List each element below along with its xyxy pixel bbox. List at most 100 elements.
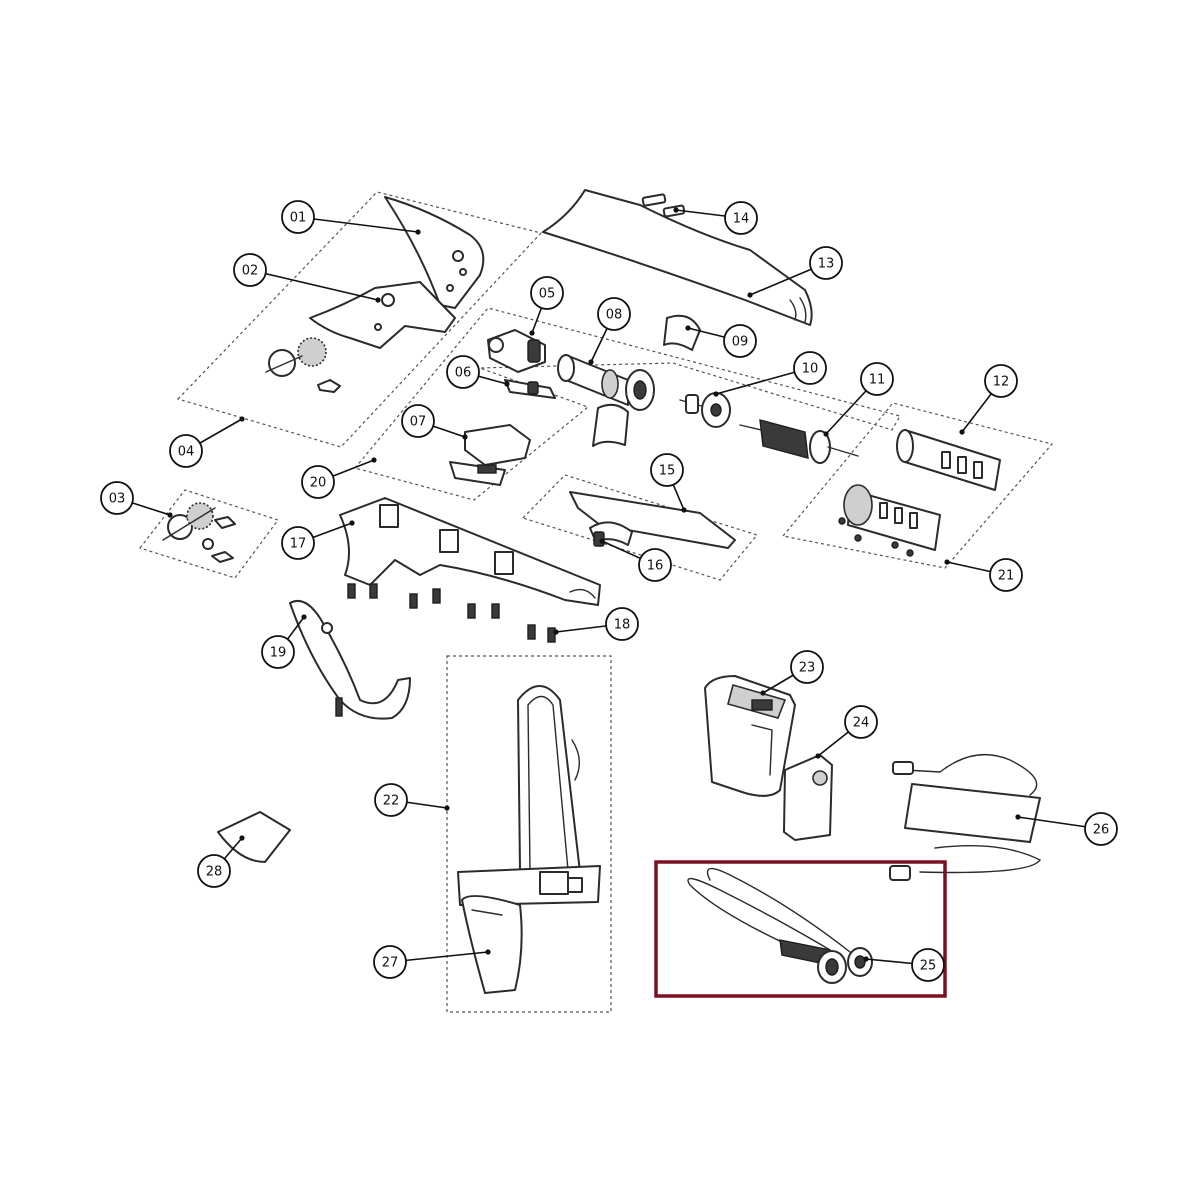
callout-number-01: 01 <box>290 211 307 226</box>
small-gear-kit-part <box>162 502 236 563</box>
callout-circle-18 <box>605 607 639 641</box>
leader-dot-10 <box>713 391 719 397</box>
callout-circle-16 <box>638 548 672 582</box>
leader-dot-05 <box>529 330 535 336</box>
callout-number-21: 21 <box>998 569 1015 584</box>
callout-number-02: 02 <box>242 264 259 279</box>
holster-part <box>461 895 523 994</box>
clamp-shell-part <box>592 314 701 447</box>
group-box-blade-assembly <box>176 191 543 448</box>
callout-circle-15 <box>650 453 684 487</box>
callout-circle-17 <box>281 526 315 560</box>
callout-circle-02 <box>233 253 267 287</box>
leader-dot-12 <box>959 429 965 435</box>
callout-number-05: 05 <box>539 287 556 302</box>
leader-dot-01 <box>415 229 421 235</box>
callout-number-12: 12 <box>993 375 1010 390</box>
callout-15: 15 <box>650 453 684 487</box>
callout-number-20: 20 <box>310 476 327 491</box>
callout-number-09: 09 <box>732 335 749 350</box>
callout-circle-28 <box>197 854 231 888</box>
leader-dot-26 <box>1015 814 1021 820</box>
callout-circle-20 <box>301 465 335 499</box>
callout-circle-09 <box>723 324 757 358</box>
callout-number-19: 19 <box>270 646 287 661</box>
callout-13: 13 <box>809 246 843 280</box>
harness-strap-part <box>457 685 601 906</box>
callout-circle-01 <box>281 200 315 234</box>
leader-dot-18 <box>553 629 559 635</box>
callout-28: 28 <box>197 854 231 888</box>
body-screws-part <box>347 583 556 643</box>
motor-cage-part <box>838 484 941 557</box>
leader-dot-19 <box>301 614 307 620</box>
leader-line-02 <box>249 269 379 301</box>
callout-08: 08 <box>597 297 631 331</box>
callout-04: 04 <box>169 434 203 468</box>
highlight-box-part-25 <box>654 860 947 998</box>
handle-shell-top-part <box>542 189 813 326</box>
callout-17: 17 <box>281 526 315 560</box>
leader-dot-16 <box>599 538 605 544</box>
callout-circle-11 <box>860 362 894 396</box>
callout-02: 02 <box>233 253 267 287</box>
leader-line-01 <box>297 216 419 233</box>
leader-dot-07 <box>462 434 468 440</box>
trigger-guard-part <box>289 599 411 720</box>
callout-07: 07 <box>401 404 435 438</box>
callout-number-16: 16 <box>647 559 664 574</box>
callout-circle-04 <box>169 434 203 468</box>
callout-number-26: 26 <box>1093 823 1110 838</box>
battery-adapter-part <box>783 754 833 841</box>
callout-number-03: 03 <box>109 492 126 507</box>
group-box-small-gear-kit <box>138 489 279 579</box>
callout-26: 26 <box>1084 812 1118 846</box>
callout-number-28: 28 <box>206 865 223 880</box>
callout-circle-19 <box>261 635 295 669</box>
callout-circle-14 <box>724 201 758 235</box>
group-box-harness-kit <box>446 655 612 1013</box>
callout-10: 10 <box>793 351 827 385</box>
callout-number-15: 15 <box>659 464 676 479</box>
callout-circle-26 <box>1084 812 1118 846</box>
callout-number-13: 13 <box>818 257 835 272</box>
callout-14: 14 <box>724 201 758 235</box>
leader-dot-15 <box>681 507 687 513</box>
blade-part <box>384 196 485 309</box>
extension-cable-part <box>687 867 873 984</box>
leader-dot-14 <box>673 207 679 213</box>
callout-21: 21 <box>989 558 1023 592</box>
callout-06: 06 <box>446 355 480 389</box>
leader-dot-04 <box>239 416 245 422</box>
bearing-part <box>679 392 731 428</box>
callout-23: 23 <box>790 650 824 684</box>
callout-12: 12 <box>984 364 1018 398</box>
leader-dot-03 <box>167 512 173 518</box>
gear-knob-part <box>265 337 341 393</box>
callout-circle-03 <box>100 481 134 515</box>
callout-circle-24 <box>844 705 878 739</box>
callout-01: 01 <box>281 200 315 234</box>
callout-16: 16 <box>638 548 672 582</box>
leader-dot-24 <box>815 753 821 759</box>
callout-24: 24 <box>844 705 878 739</box>
callout-circle-13 <box>809 246 843 280</box>
callout-20: 20 <box>301 465 335 499</box>
callout-number-22: 22 <box>383 794 400 809</box>
callout-number-25: 25 <box>920 959 937 974</box>
leader-dot-17 <box>349 520 355 526</box>
callout-number-23: 23 <box>799 661 816 676</box>
callout-05: 05 <box>530 276 564 310</box>
callout-circle-27 <box>373 945 407 979</box>
leader-dot-20 <box>371 457 377 463</box>
callout-19: 19 <box>261 635 295 669</box>
callout-number-18: 18 <box>614 618 631 633</box>
bracket-part <box>449 424 531 486</box>
callout-18: 18 <box>605 607 639 641</box>
leader-dot-23 <box>760 690 766 696</box>
callout-number-14: 14 <box>733 212 750 227</box>
callout-27: 27 <box>373 945 407 979</box>
callout-03: 03 <box>100 481 134 515</box>
motor-housing-part <box>896 429 1001 491</box>
callout-number-04: 04 <box>178 445 195 460</box>
